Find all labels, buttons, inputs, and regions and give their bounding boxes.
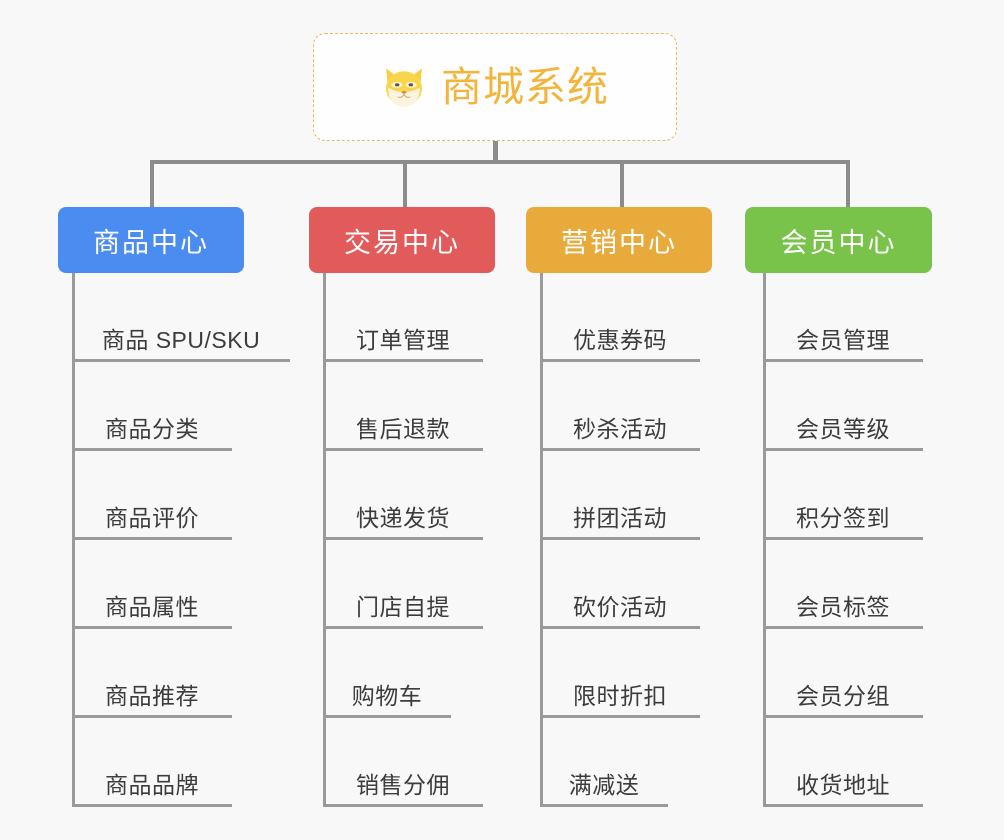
category-header-label: 商品中心	[93, 227, 209, 258]
leaf-label: 销售分佣	[356, 772, 450, 798]
leaf-label: 满减送	[568, 772, 640, 798]
leaf-label: 会员标签	[796, 594, 890, 620]
leaf-label: 商品评价	[105, 505, 199, 531]
leaf-label: 会员管理	[796, 327, 890, 353]
leaf-label: 订单管理	[356, 327, 450, 353]
leaf-label: 商品品牌	[105, 772, 199, 798]
leaf-item[interactable]: 购物车	[323, 629, 451, 718]
leaf-spine	[323, 273, 326, 807]
leaf-item[interactable]: 门店自提	[323, 540, 483, 629]
category-header-label: 交易中心	[344, 227, 460, 258]
root-title: 商城系统	[441, 63, 609, 110]
leaf-label: 购物车	[351, 683, 423, 709]
leaf-label: 门店自提	[356, 594, 450, 620]
leaf-item[interactable]: 商品评价	[72, 451, 232, 540]
leaf-item[interactable]: 满减送	[540, 718, 668, 807]
leaf-item[interactable]: 收货地址	[763, 718, 923, 807]
leaf-item[interactable]: 会员标签	[763, 540, 923, 629]
leaf-item[interactable]: 优惠券码	[540, 273, 700, 362]
category-header-label: 会员中心	[780, 227, 897, 258]
leaf-item[interactable]: 拼团活动	[540, 451, 700, 540]
leaf-item[interactable]: 积分签到	[763, 451, 923, 540]
leaf-label: 售后退款	[356, 416, 450, 442]
connector-drop-1	[150, 160, 154, 207]
leaf-label: 限时折扣	[573, 683, 667, 709]
leaf-label: 商品分类	[105, 416, 199, 442]
leaf-item[interactable]: 商品 SPU/SKU	[72, 273, 290, 362]
leaf-item[interactable]: 秒杀活动	[540, 362, 700, 451]
shiba-dog-face-icon	[386, 68, 422, 107]
leaf-item[interactable]: 会员分组	[763, 629, 923, 718]
leaf-item[interactable]: 商品分类	[72, 362, 232, 451]
connector-drop-3	[620, 160, 624, 207]
leaf-item[interactable]: 商品推荐	[72, 629, 232, 718]
leaf-label: 商品推荐	[105, 683, 199, 709]
leaf-item[interactable]: 订单管理	[323, 273, 483, 362]
leaf-label: 商品属性	[105, 594, 199, 620]
connector-drop-2	[403, 160, 407, 207]
leaf-label: 会员等级	[796, 416, 890, 442]
leaf-label: 会员分组	[796, 683, 890, 709]
connector-root-stem	[493, 141, 498, 164]
leaf-label: 商品 SPU/SKU	[101, 327, 261, 353]
category-header-3[interactable]: 营销中心	[526, 207, 712, 273]
leaf-label: 优惠券码	[573, 327, 667, 353]
leaf-item[interactable]: 销售分佣	[323, 718, 483, 807]
leaf-label: 砍价活动	[573, 594, 667, 620]
leaf-item[interactable]: 会员等级	[763, 362, 923, 451]
leaf-item[interactable]: 砍价活动	[540, 540, 700, 629]
leaf-item[interactable]: 售后退款	[323, 362, 483, 451]
leaf-label: 秒杀活动	[573, 416, 667, 442]
leaf-item[interactable]: 商品品牌	[72, 718, 232, 807]
category-header-2[interactable]: 交易中心	[309, 207, 495, 273]
leaf-label: 拼团活动	[573, 505, 667, 531]
connector-drop-4	[846, 160, 850, 207]
leaf-item[interactable]: 快递发货	[323, 451, 483, 540]
leaf-spine	[763, 273, 766, 807]
leaf-item[interactable]: 商品属性	[72, 540, 232, 629]
connector-horizontal-bus	[150, 160, 850, 164]
leaf-item[interactable]: 限时折扣	[540, 629, 700, 718]
category-header-label: 营销中心	[561, 227, 677, 258]
leaf-label: 积分签到	[796, 505, 890, 531]
leaf-label: 收货地址	[796, 772, 890, 798]
category-header-1[interactable]: 商品中心	[58, 207, 244, 273]
leaf-label: 快递发货	[356, 505, 450, 531]
leaf-spine	[72, 273, 75, 807]
category-header-4[interactable]: 会员中心	[745, 207, 932, 273]
leaf-item[interactable]: 会员管理	[763, 273, 923, 362]
root-node[interactable]: 商城系统	[313, 33, 677, 141]
leaf-spine	[540, 273, 543, 807]
